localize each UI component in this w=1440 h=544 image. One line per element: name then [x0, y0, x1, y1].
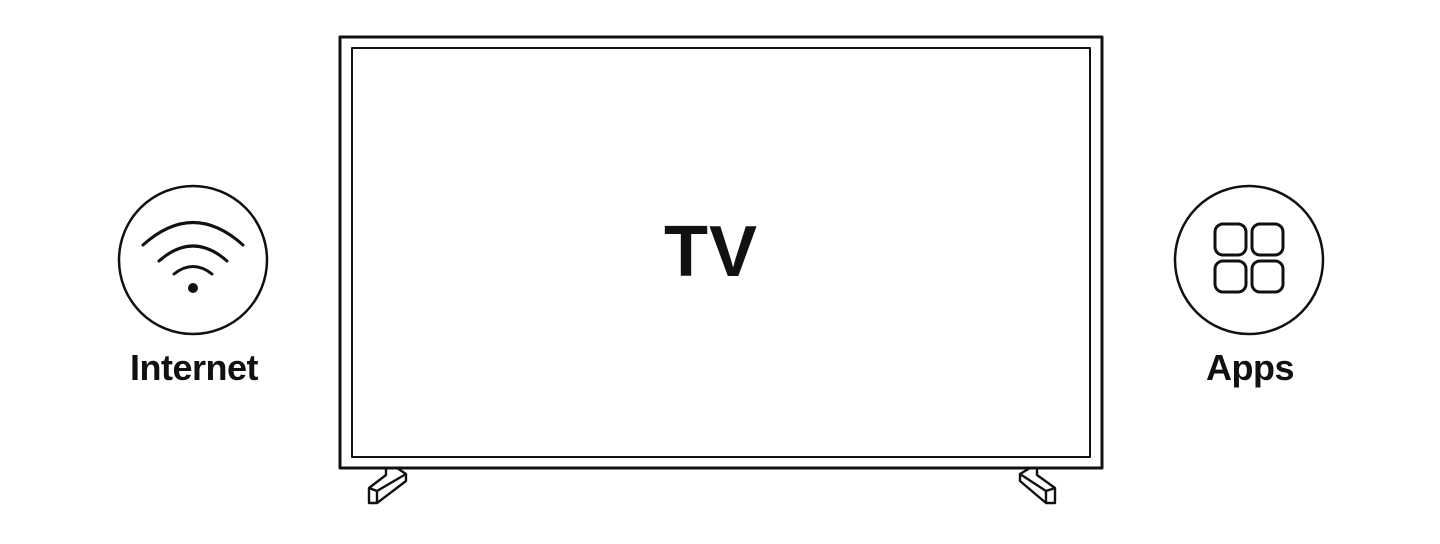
wifi-icon — [117, 184, 269, 336]
tv-label: TV — [663, 212, 758, 292]
internet-icon-circle — [117, 184, 269, 336]
apps-label: Apps — [1206, 347, 1295, 388]
apps-icon-circle — [1173, 184, 1325, 336]
apps-grid-icon — [1173, 184, 1325, 336]
tv-screen — [351, 47, 1091, 458]
tv-bezel — [338, 35, 1104, 470]
internet-label: Internet — [129, 347, 259, 388]
tv-illustration — [338, 35, 1104, 505]
tv-stand-left — [367, 467, 408, 505]
tv-stand-right — [1018, 466, 1057, 505]
